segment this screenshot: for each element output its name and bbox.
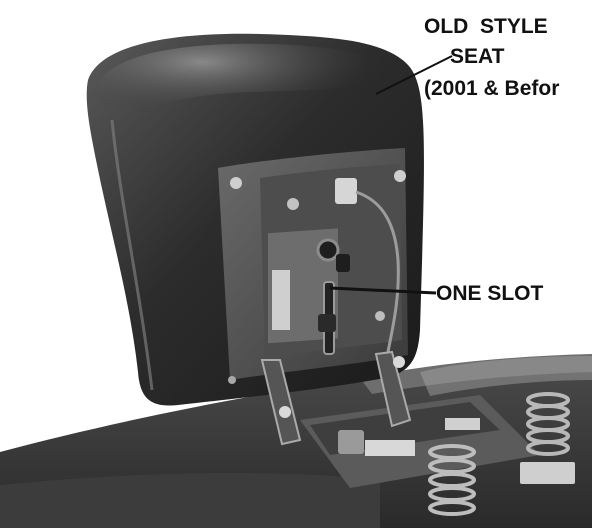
bolt-ll: [228, 376, 236, 384]
sticker-mid: [445, 418, 480, 430]
bolt-ml: [287, 198, 299, 210]
sticker-left: [365, 440, 415, 456]
bolt-tr: [394, 170, 406, 182]
base-glare: [420, 356, 592, 396]
switch-block: [338, 430, 364, 454]
leader-slot: [329, 286, 437, 295]
callout-one-slot: ONE SLOT: [436, 282, 544, 305]
wire: [355, 190, 400, 353]
hinge-right: [374, 350, 412, 428]
seat-switch: [316, 238, 340, 262]
base-rim: [360, 354, 592, 394]
leader-seat: [375, 55, 453, 95]
mount-sticker: [272, 270, 290, 330]
spring-center: [428, 444, 476, 516]
base-lower: [0, 473, 380, 528]
bolt-tl: [230, 177, 242, 189]
bolt-mr: [375, 311, 385, 321]
hinge-left: [260, 359, 302, 446]
slot-bolt: [318, 314, 336, 332]
hinge-pin-left: [279, 406, 291, 418]
sticker-right: [520, 462, 575, 484]
connector: [335, 178, 357, 204]
callout-seat-line3: (2001 & Befor: [424, 77, 560, 100]
spring-right: [526, 392, 570, 456]
switch-tab: [336, 254, 350, 272]
seat-edge-highlight: [110, 119, 154, 391]
callout-seat-line1: OLD STYLE: [424, 15, 548, 38]
hinge-pin-right: [393, 356, 405, 368]
callout-seat-line2: SEAT: [450, 45, 505, 68]
seat-back-glare: [98, 43, 395, 135]
